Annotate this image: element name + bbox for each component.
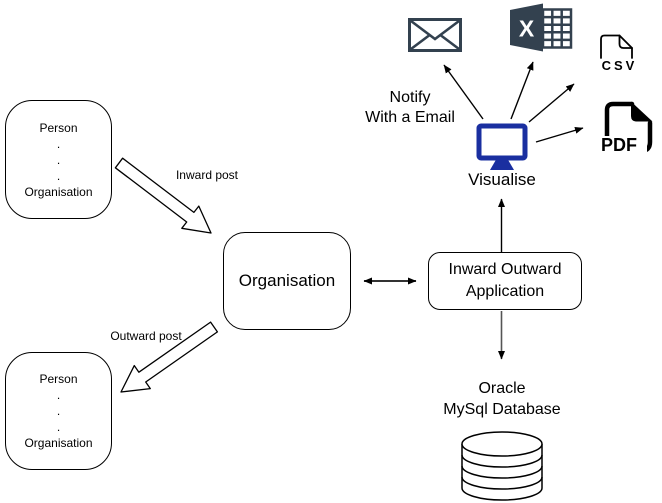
receiver-person-label: Person <box>39 372 78 386</box>
database-cylinder-icon <box>461 431 543 501</box>
csv-file-icon <box>600 34 633 59</box>
node-receiver-person-organisation: Person . . . Organisation <box>5 352 112 470</box>
visualise-label: Visualise <box>468 170 536 189</box>
organisation-label: Organisation <box>238 271 336 290</box>
arrow-monitor-to-csv <box>528 83 575 123</box>
node-inward-outward-application: Inward Outward Application <box>428 252 582 310</box>
notify-line1: Notify <box>389 89 431 106</box>
notify-annotation: Notify With a Email <box>340 88 480 128</box>
outward-post-block-arrow <box>120 321 219 393</box>
excel-x-letter: X <box>519 16 535 42</box>
node-sender-person-organisation: Person . . . Organisation <box>5 100 112 219</box>
application-label-line2: Application <box>465 283 545 300</box>
inward-post-label: Inward post <box>175 168 239 182</box>
receiver-organisation-label: Organisation <box>24 436 93 450</box>
monitor-icon <box>476 123 528 170</box>
application-label-line1: Inward Outward <box>448 261 562 278</box>
csv-icon-label: CSV <box>601 58 638 73</box>
database-label: Oracle MySql Database <box>420 378 584 420</box>
sender-dot-3: . <box>56 168 61 183</box>
arrow-monitor-to-email <box>443 64 484 120</box>
email-envelope-icon <box>408 18 462 52</box>
sender-dot-1: . <box>56 136 61 151</box>
sender-organisation-label: Organisation <box>24 184 93 199</box>
node-organisation: Organisation <box>223 232 351 330</box>
notify-line2: With a Email <box>365 109 455 126</box>
receiver-dot-1: . <box>56 388 61 402</box>
sender-dot-2: . <box>56 152 61 167</box>
arrow-monitor-to-pdf <box>535 126 584 143</box>
arrow-monitor-to-excel <box>510 61 534 120</box>
receiver-dot-2: . <box>56 404 61 418</box>
pdf-file-icon <box>604 101 653 154</box>
receiver-dot-3: . <box>56 420 61 434</box>
inward-post-block-arrow <box>114 157 212 234</box>
pdf-icon-label: PDF <box>601 136 647 154</box>
database-line1: Oracle <box>478 380 526 397</box>
database-line2: MySql Database <box>443 401 561 418</box>
outward-post-label: Outward post <box>110 329 182 343</box>
sender-person-label: Person <box>39 120 78 135</box>
excel-icon: X <box>510 3 573 52</box>
